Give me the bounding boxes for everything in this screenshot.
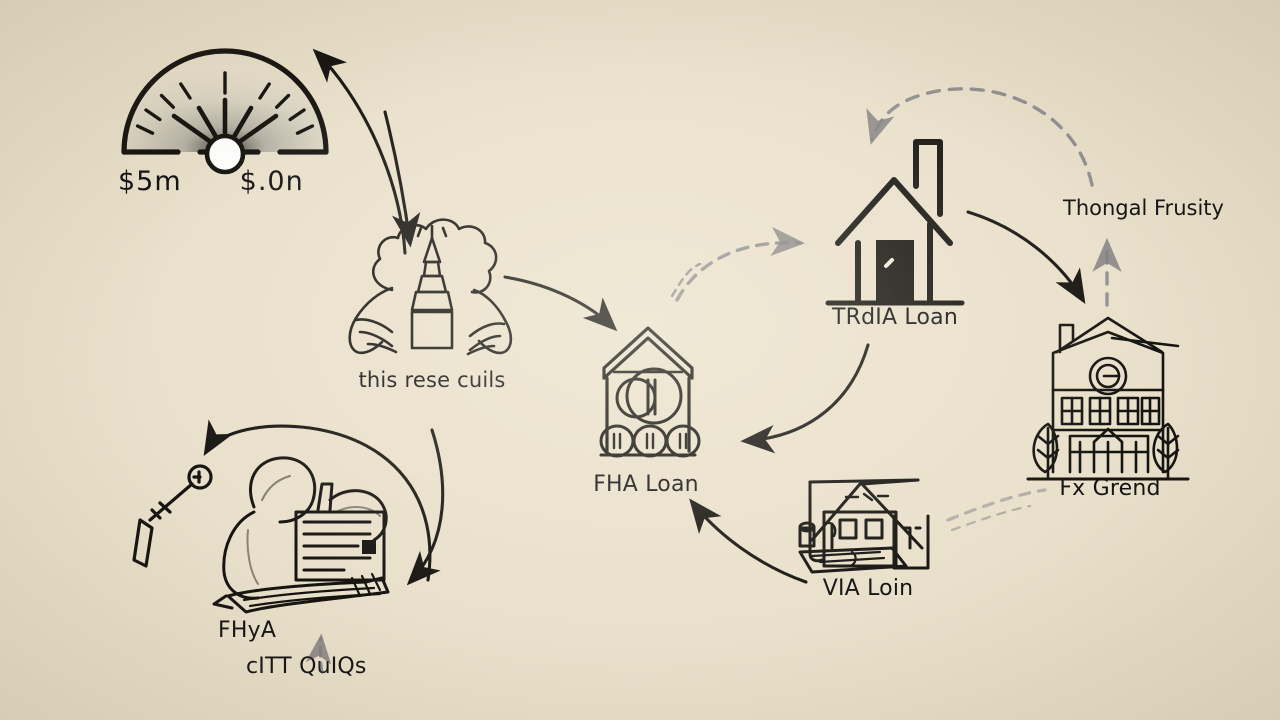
connector-fhda-to-fha [740, 343, 870, 454]
node-label-fhda-loan: TRdIA Loan [832, 305, 958, 330]
node-label-va-loan: VIA Loin [822, 576, 914, 601]
node-fx-grend[interactable]: Fx Grend [1010, 476, 1210, 502]
node-fha-loan[interactable]: FHA Loan [546, 472, 746, 498]
gauge-right-value: $.0n [239, 166, 304, 197]
hands-holding-tower-icon [348, 218, 513, 356]
connector-person-loop-out [406, 428, 445, 586]
node-label-fhya-line1: FHyA [218, 618, 277, 643]
connector-gauge-to-hands [312, 48, 421, 255]
gauge-left-value: $5m [118, 166, 182, 197]
house-with-coins-icon [599, 326, 701, 458]
mansion-with-trees-icon [1026, 316, 1190, 481]
floating-label-thongal-frusity: Thongal Frusity [1063, 196, 1224, 220]
house-with-chimney-icon [825, 139, 965, 306]
person-reading-document-icon [212, 456, 390, 614]
connector-ghost-to-fhda [670, 226, 806, 302]
node-label-fha-loan: FHA Loan [593, 472, 699, 497]
house-with-documents-icon [798, 478, 930, 574]
node-va-loan[interactable]: VIA Loin [768, 576, 968, 602]
node-fhya[interactable]: FHyA cITT QuIQs [200, 618, 430, 680]
connector-hands-to-fha [503, 275, 618, 332]
node-label-fx-grend: Fx Grend [1059, 476, 1161, 501]
node-hands-tower[interactable]: this rese cuils [332, 368, 532, 393]
gauge-scale: $5m $.0n [118, 166, 304, 197]
connector-ghost-arc-top [866, 87, 1094, 187]
node-fhda-loan[interactable]: TRdIA Loan [795, 305, 995, 331]
connector-fhda-to-fx [966, 210, 1086, 304]
connector-ghost-va-to-fx [946, 488, 1047, 532]
connector-va-to-fha [689, 498, 808, 584]
gauge-icon [121, 48, 329, 175]
node-label-hands-tower: this rese cuils [358, 368, 506, 392]
connector-person-loop-in [203, 419, 432, 582]
